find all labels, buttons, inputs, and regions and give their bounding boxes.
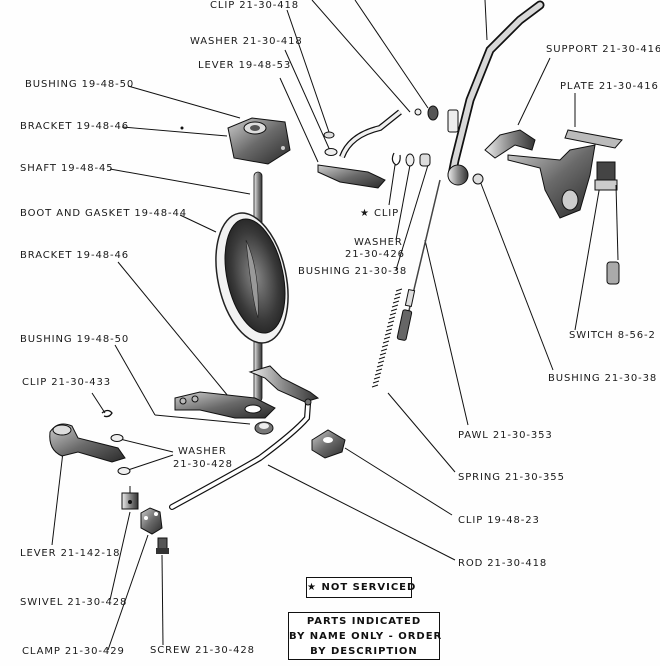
leader-bracket-top	[121, 126, 228, 137]
label-washer-21-30-418: WASHER 21-30-418	[190, 36, 303, 47]
leader-bushing-mid-2	[154, 414, 251, 425]
leader-bracket-mid	[117, 261, 229, 397]
parts-indicated-line-3: BY DESCRIPTION	[310, 646, 418, 657]
label-bushing-19-48-50-mid: BUSHING 19-48-50	[20, 334, 130, 345]
support-plate-parts	[472, 129, 623, 219]
leader-swivel	[109, 511, 131, 601]
leader-lever-top	[279, 77, 319, 163]
boot-part	[215, 212, 289, 344]
switch-part	[594, 161, 620, 285]
label-support-21-30-416: SUPPORT 21-30-416	[546, 44, 660, 55]
leader-star-clip	[388, 164, 396, 206]
parts-indicated-note: PARTS INDICATED BY NAME ONLY - ORDER BY …	[288, 612, 443, 660]
leader-pawl	[424, 239, 469, 426]
parts-indicated-line-1: PARTS INDICATED	[306, 616, 422, 627]
label-bracket-19-48-46-top: BRACKET 19-48-46	[20, 121, 130, 132]
label-clip-19-48-23: CLIP 19-48-23	[458, 515, 540, 526]
leader-switch	[574, 184, 601, 331]
leader-rod	[267, 464, 456, 561]
label-bushing-19-48-50-top: BUSHING 19-48-50	[25, 79, 135, 90]
leader-bushing-top	[127, 85, 241, 119]
label-bushing-21-30-38-right: BUSHING 21-30-38	[548, 373, 658, 384]
leader-screw	[161, 554, 164, 646]
label-washer-21-30-426-line1: WASHER	[354, 237, 403, 248]
label-lever-19-48-53: LEVER 19-48-53	[198, 60, 292, 71]
label-washer-21-30-428-line2: 21-30-428	[173, 459, 233, 470]
label-bracket-19-48-46-mid: BRACKET 19-48-46	[20, 250, 130, 261]
leader-rod-top-1	[311, 0, 411, 113]
clip-23-part	[311, 429, 346, 459]
shift-lever-part	[391, 0, 545, 341]
label-bushing-21-30-38-mid: BUSHING 21-30-38	[298, 266, 408, 277]
leader-clip-433	[91, 392, 106, 414]
leader-shaft	[109, 168, 251, 195]
lever-bottom-part	[49, 409, 131, 475]
label-clip-21-30-418: CLIP 21-30-418	[210, 0, 300, 11]
leader-bushing-38-mid	[395, 164, 429, 271]
leader-clip-top	[286, 9, 331, 136]
leader-bushing-mid-1	[114, 344, 156, 416]
label-star-clip: ★ CLIP	[360, 208, 400, 219]
leader-washer-top	[284, 49, 333, 156]
leader-washer-428-a	[119, 438, 174, 453]
label-pawl-21-30-353: PAWL 21-30-353	[458, 430, 553, 441]
leader-washer-426	[395, 164, 411, 241]
leader-boot	[179, 214, 217, 233]
leader-lever-bottom	[51, 451, 64, 546]
label-washer-21-30-426-line2: 21-30-426	[345, 249, 405, 260]
label-clip-21-30-433: CLIP 21-30-433	[22, 377, 112, 388]
spring-part	[371, 288, 403, 388]
leader-clip-23	[344, 447, 453, 516]
leader-lines	[51, 0, 601, 651]
bracket-top-part	[180, 117, 291, 165]
label-spring-21-30-355: SPRING 21-30-355	[458, 472, 565, 483]
not-serviced-text: ★ NOT SERVICED	[307, 582, 417, 593]
not-serviced-note: ★ NOT SERVICED	[306, 577, 417, 598]
leader-support	[517, 57, 551, 126]
bracket-mid-part	[174, 365, 320, 435]
label-rod-21-30-418: ROD 21-30-418	[458, 558, 548, 569]
label-lever-21-142-18: LEVER 21-142-18	[20, 548, 121, 559]
label-clamp-21-30-429: CLAMP 21-30-429	[22, 646, 125, 657]
label-washer-21-30-428-line1: WASHER	[178, 446, 227, 457]
parts-indicated-line-2: BY NAME ONLY - ORDER	[289, 631, 443, 642]
leader-lever-shift	[484, 0, 488, 41]
leader-clamp	[107, 534, 149, 651]
label-screw-21-30-428: SCREW 21-30-428	[150, 645, 255, 656]
label-plate-21-30-416: PLATE 21-30-416	[560, 81, 659, 92]
leader-spring	[387, 392, 456, 473]
label-boot-and-gasket: BOOT AND GASKET 19-48-44	[20, 208, 188, 219]
lever-top-part	[317, 105, 439, 189]
label-switch-8-56-2: SWITCH 8-56-2	[569, 330, 656, 341]
leader-washer-428-b	[127, 454, 174, 471]
leader-rod-top-2	[354, 0, 429, 109]
label-shaft-19-48-45: SHAFT 19-48-45	[20, 163, 114, 174]
leader-bushing-38-right	[479, 180, 554, 371]
swivel-clamp-screw-parts	[121, 486, 169, 554]
rod-bottom-part	[169, 398, 312, 510]
label-swivel-21-30-428: SWIVEL 21-30-428	[20, 597, 128, 608]
